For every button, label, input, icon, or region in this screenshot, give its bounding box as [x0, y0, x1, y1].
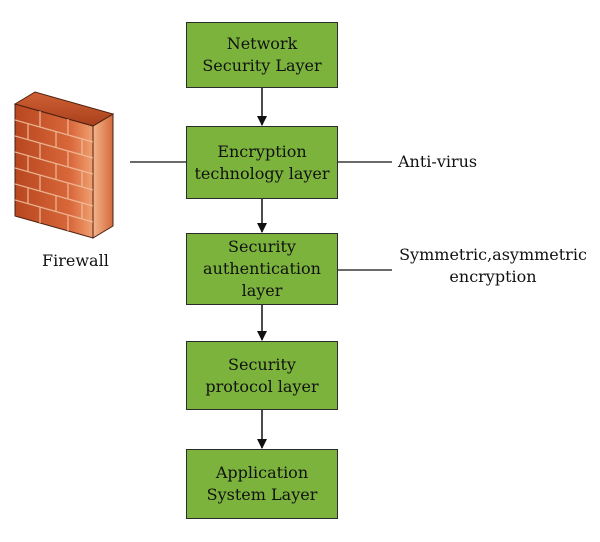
application-system-layer-label: Application System Layer	[206, 463, 318, 504]
encryption-technology-layer-label: Encryption technology layer	[194, 141, 330, 183]
security-authentication-layer-label: Security authentication layer	[203, 237, 321, 300]
security-protocol-layer-label: Security protocol layer	[205, 354, 319, 396]
security-protocol-layer-box: Security protocol layer	[186, 341, 338, 410]
encryption-technology-layer-box: Encryption technology layer	[186, 126, 338, 199]
antivirus-label: Anti-virus	[398, 152, 478, 171]
security-authentication-layer-box: Security authentication layer	[186, 233, 338, 305]
network-security-layer-box: Network Security Layer	[186, 22, 338, 88]
firewall-label: Firewall	[42, 251, 109, 270]
symmetric-asymmetric-encryption-label: Symmetric,asymmetric encryption	[399, 245, 587, 286]
brick-wall-icon	[13, 91, 115, 239]
application-system-layer-box: Application System Layer	[186, 449, 338, 519]
network-security-layer-label: Network Security Layer	[202, 34, 322, 75]
